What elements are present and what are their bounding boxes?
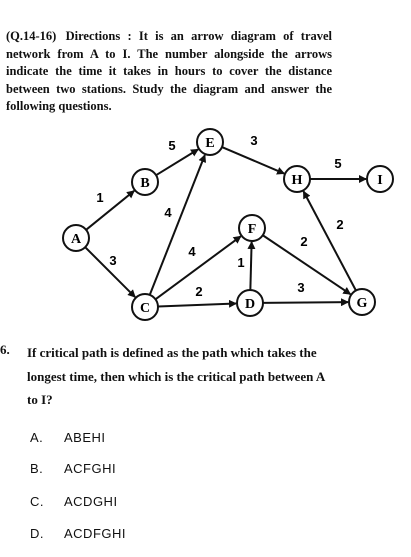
- option-a-text: ABEHI: [64, 430, 106, 445]
- edge-c-f: [154, 235, 242, 301]
- edge-weight-a-c: 3: [109, 253, 116, 268]
- question-text: If critical path is defined as the path …: [27, 345, 325, 407]
- edge-a-c: [84, 246, 136, 298]
- node-i: [366, 165, 394, 193]
- edge-b-e: [155, 148, 199, 177]
- edge-weight-d-f: 1: [237, 255, 244, 270]
- edge-weight-c-f: 4: [188, 244, 196, 259]
- edge-weight-c-e: 4: [164, 205, 172, 220]
- edge-weight-g-h: 2: [336, 217, 343, 232]
- node-a: [62, 224, 90, 252]
- node-h: [283, 165, 311, 193]
- option-d-label: D.: [30, 526, 44, 541]
- edge-weight-a-b: 1: [96, 190, 103, 205]
- edge-c-e: [148, 154, 207, 296]
- edge-weight-h-i: 5: [334, 156, 341, 171]
- option-b-text: ACFGHI: [64, 461, 117, 476]
- node-label-c: C: [140, 301, 150, 316]
- travel-network-diagram: 1 3 5 4 4 2 1 3 2 3 2 5 A B C D E F G H I: [62, 128, 394, 321]
- question-range: (Q.14-16): [6, 29, 57, 43]
- edge-weight-e-h: 3: [250, 133, 257, 148]
- node-d: [236, 289, 264, 317]
- node-f: [238, 214, 266, 242]
- node-b: [131, 168, 159, 196]
- option-d[interactable]: D. ACDFGHI: [30, 526, 126, 541]
- node-label-b: B: [140, 176, 149, 191]
- option-d-text: ACDFGHI: [64, 526, 126, 541]
- edge-weight-b-e: 5: [168, 138, 175, 153]
- edge-weight-f-g: 2: [300, 234, 307, 249]
- node-label-f: F: [248, 222, 257, 237]
- option-a-label: A.: [30, 430, 44, 445]
- node-label-e: E: [205, 136, 214, 151]
- edge-d-f: [247, 240, 256, 291]
- node-label-d: D: [245, 297, 255, 312]
- option-b[interactable]: B. ACFGHI: [30, 461, 116, 476]
- option-a[interactable]: A. ABEHI: [30, 430, 106, 445]
- node-label-i: I: [377, 173, 382, 188]
- edge-c-d: [157, 299, 238, 308]
- node-e: [196, 128, 224, 156]
- edge-weight-c-d: 2: [195, 284, 202, 299]
- directions-paragraph: (Q.14-16) Directions : It is an arrow di…: [6, 28, 332, 116]
- edge-e-h: [221, 146, 286, 175]
- option-b-label: B.: [30, 461, 44, 476]
- node-c: [131, 293, 159, 321]
- directions-text: Directions : It is an arrow diagram of t…: [6, 29, 333, 113]
- edge-weight-d-g: 3: [297, 280, 304, 295]
- edge-a-b: [85, 190, 135, 231]
- option-c-label: C.: [30, 494, 44, 509]
- edge-d-g: [262, 298, 350, 307]
- node-label-g: G: [357, 296, 368, 311]
- option-c[interactable]: C. ACDGHI: [30, 494, 118, 509]
- option-c-text: ACDGHI: [64, 494, 118, 509]
- node-label-a: A: [71, 232, 82, 247]
- edge-f-g: [262, 234, 352, 296]
- edge-g-h: [302, 190, 357, 291]
- node-label-h: H: [292, 173, 303, 188]
- question-number: 6.: [0, 342, 10, 357]
- node-g: [348, 288, 376, 316]
